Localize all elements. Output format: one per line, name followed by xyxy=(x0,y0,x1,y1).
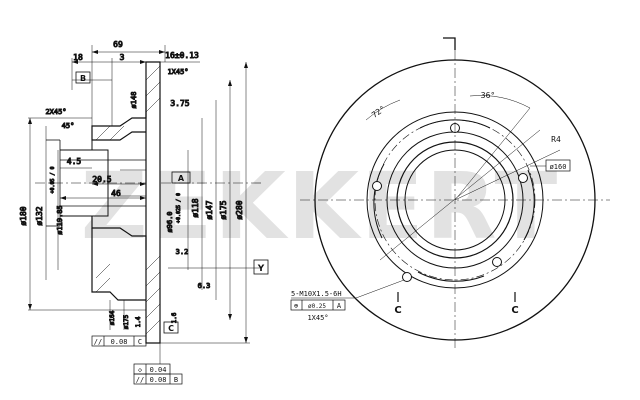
dim-3: 3 xyxy=(120,53,125,62)
dim-46: 46 xyxy=(111,189,121,198)
section-hatching xyxy=(95,65,161,335)
dim-dia-119-85: ø119.85 xyxy=(56,205,64,235)
svg-text:Y: Y xyxy=(257,264,265,274)
svg-text:B: B xyxy=(80,74,86,83)
dim-16-tol: 16±0.13 xyxy=(165,51,199,60)
dim-dia-147: ø147 xyxy=(205,200,214,219)
svg-text:C: C xyxy=(138,338,142,346)
arc-36 xyxy=(469,95,531,109)
dim-3-2: 3.2 xyxy=(176,248,189,256)
d160-callout: ø160 xyxy=(545,159,571,172)
bolt-hole-3 xyxy=(492,257,502,267)
svg-text://: // xyxy=(136,376,144,384)
dim-angle-45: 45° xyxy=(62,122,75,130)
datum-b: B xyxy=(75,71,91,84)
front-view: 36° 72° R4 ø160 5-M10X1.5-6H ⊕ ø0.25 A 1… xyxy=(290,37,610,350)
front-chamfer-label: 1X45° xyxy=(307,314,328,322)
dim-dia-118: ø118 xyxy=(191,198,200,217)
svg-text:◇: ◇ xyxy=(138,366,143,374)
gdt-parallelism-b: // 0.08 B xyxy=(133,373,183,385)
section-c-right-label: C xyxy=(511,305,518,316)
dimension-arrows xyxy=(28,50,248,343)
dim-18: 18 xyxy=(73,53,83,62)
dim-dia-164: ø164 xyxy=(109,310,116,325)
hole-thread-label: 5-M10X1.5-6H xyxy=(291,290,342,298)
position-tolerance-frame: ⊕ ø0.25 A xyxy=(290,299,346,311)
svg-text:0.08: 0.08 xyxy=(150,376,167,384)
svg-text:A: A xyxy=(337,302,342,310)
dim-3-75: 3.75 xyxy=(170,99,189,108)
dim-1-6: 1.6 xyxy=(171,312,178,323)
dim-chamfer-left: 2X45° xyxy=(45,108,66,116)
section-view: 69 18 3 16±0.13 1X45° 2X45° 45° ø148 3.7… xyxy=(19,40,269,385)
svg-text:C: C xyxy=(168,324,174,333)
angle-ray-36 xyxy=(454,107,531,201)
hat-lower-flange xyxy=(91,228,146,301)
disc-friction-ring xyxy=(145,61,161,344)
svg-text:⊕: ⊕ xyxy=(294,302,299,310)
bolt-hole-2 xyxy=(518,173,528,183)
dim-1-4: 1.4 xyxy=(135,316,142,327)
svg-text:A: A xyxy=(178,174,185,183)
dim-chamfer-top: 1X45° xyxy=(167,68,188,76)
svg-text:ø160: ø160 xyxy=(550,163,567,171)
angle-36-label: 36° xyxy=(481,91,495,100)
datum-a: A xyxy=(171,171,191,184)
bolt-holes xyxy=(372,123,528,282)
tol-96: +0.025 / 0 xyxy=(176,193,182,223)
datum-y: Y xyxy=(253,259,269,275)
gdt-parallelism-c: // 0.08 C xyxy=(91,335,147,347)
tol-119-85: +0.05 / 0 xyxy=(50,166,56,193)
svg-text:0.04: 0.04 xyxy=(150,366,167,374)
dim-dia-148: ø148 xyxy=(130,92,138,109)
hat-upper-inner xyxy=(91,140,108,151)
hub-body xyxy=(60,149,109,217)
bolt-hole-4 xyxy=(402,272,412,282)
dim-dia-132: ø132 xyxy=(35,206,44,225)
dimension-lines xyxy=(28,45,262,344)
hat-lower xyxy=(91,216,147,250)
datum-c: C xyxy=(163,321,179,334)
dim-6-3: 6.3 xyxy=(198,282,211,290)
angle-ray-72 xyxy=(454,149,561,201)
section-c-left-label: C xyxy=(394,305,401,316)
diagonal-leader xyxy=(379,129,541,261)
dim-4-5: 4.5 xyxy=(67,157,82,166)
svg-text://: // xyxy=(94,338,102,346)
svg-text:ø0.25: ø0.25 xyxy=(308,303,326,310)
dim-dia-175: ø175 xyxy=(219,200,228,219)
angle-72-label: 72° xyxy=(370,104,387,120)
dim-dia-180: ø180 xyxy=(19,206,28,225)
gdt-flatness: ◇ 0.04 xyxy=(133,363,171,375)
section-marker-top xyxy=(443,37,456,50)
dim-dia-175b: ø175 xyxy=(123,314,130,329)
vent-windows xyxy=(373,119,535,282)
svg-text:0.08: 0.08 xyxy=(111,338,128,346)
r4-label: R4 xyxy=(551,135,561,144)
dim-20-5: 20.5 xyxy=(92,175,111,184)
svg-text:B: B xyxy=(174,376,178,384)
dim-69: 69 xyxy=(113,40,123,49)
bolt-hole-5 xyxy=(372,181,382,191)
dim-dia-280: ø280 xyxy=(235,200,244,219)
hole-leader xyxy=(355,279,405,299)
dim-dia-96: ø96.0 xyxy=(166,211,174,232)
arc-72 xyxy=(365,99,401,121)
